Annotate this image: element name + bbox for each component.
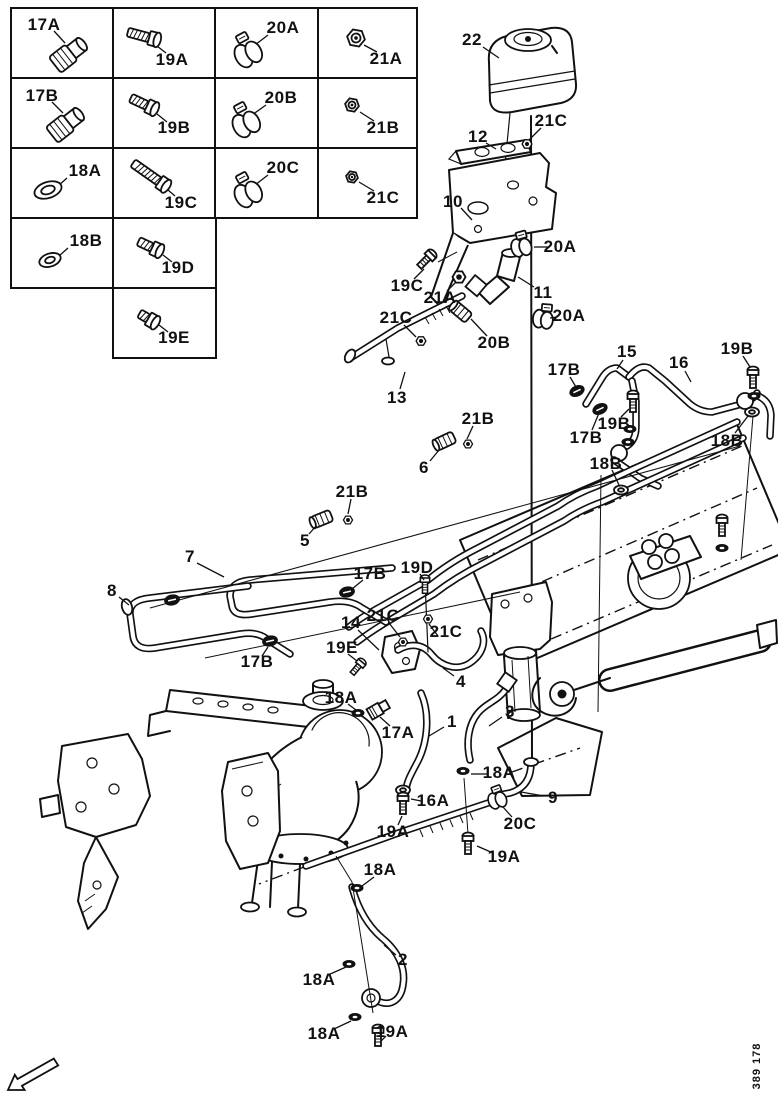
- callout-19C: 19C: [390, 276, 424, 295]
- callout-18B: 18B: [589, 454, 623, 473]
- legend-label-17B: 17B: [25, 86, 59, 105]
- callout-19D: 19D: [400, 558, 434, 577]
- legend-label-18A: 18A: [68, 161, 102, 180]
- callout-18A: 18A: [324, 688, 358, 707]
- callout-19E: 19E: [326, 638, 358, 657]
- legend-cell-19E: [112, 287, 217, 359]
- callout-21B: 21B: [335, 482, 369, 501]
- legend-label-19B: 19B: [157, 118, 191, 137]
- callout-22: 22: [462, 30, 482, 49]
- legend-label-17A: 17A: [27, 15, 61, 34]
- legend-label-21C: 21C: [366, 188, 400, 207]
- callout-3: 3: [505, 702, 515, 721]
- callout-9: 9: [548, 788, 558, 807]
- callout-21A: 21A: [423, 288, 457, 307]
- callout-12: 12: [468, 127, 488, 146]
- callout-18A: 18A: [363, 860, 397, 879]
- callout-21C: 21C: [429, 622, 463, 641]
- callout-2: 2: [398, 950, 408, 969]
- legend-label-21B: 21B: [366, 118, 400, 137]
- callout-20A: 20A: [552, 306, 586, 325]
- callout-16: 16: [669, 353, 689, 372]
- pipe-8: [120, 582, 294, 658]
- callout-11: 11: [533, 283, 553, 302]
- direction-arrow-icon: [6, 1057, 60, 1091]
- legend-label-19C: 19C: [164, 193, 198, 212]
- callout-8: 8: [107, 581, 117, 600]
- callout-21C: 21C: [379, 308, 413, 327]
- pipe-13: [343, 292, 466, 366]
- callout-17B: 17B: [547, 360, 581, 379]
- callout-19B: 19B: [597, 414, 631, 433]
- doc-number: 389 178: [751, 1042, 763, 1090]
- construction-lines: [149, 415, 754, 1014]
- legend-label-21A: 21A: [369, 49, 403, 68]
- legend-label-19E: 19E: [158, 328, 190, 347]
- bracket-12: [447, 139, 532, 165]
- callout-18A: 18A: [302, 970, 336, 989]
- callout-19A: 19A: [375, 1022, 409, 1041]
- callout-19B: 19B: [720, 339, 754, 358]
- legend-label-18B: 18B: [69, 231, 103, 250]
- callout-7: 7: [185, 547, 195, 566]
- callout-19A: 19A: [487, 847, 521, 866]
- callout-18A: 18A: [307, 1024, 341, 1043]
- callout-18B: 18B: [710, 431, 744, 450]
- pump-assembly: [39, 679, 383, 930]
- callout-1: 1: [447, 712, 457, 731]
- legend-label-19A: 19A: [155, 50, 189, 69]
- callout-21C: 21C: [366, 606, 400, 625]
- callout-14: 14: [341, 613, 361, 632]
- callout-21C: 21C: [534, 111, 568, 130]
- callout-15: 15: [617, 342, 637, 361]
- reservoir-22: [487, 26, 578, 114]
- hoses: [258, 670, 539, 1008]
- pressure-return-pipes: [345, 418, 747, 646]
- legend-label-20A: 20A: [266, 18, 300, 37]
- callout-19A: 19A: [376, 822, 410, 841]
- legend-label-19D: 19D: [161, 258, 195, 277]
- generated-overlays: [10, 7, 751, 1042]
- callout-17B: 17B: [353, 564, 387, 583]
- callout-10: 10: [443, 192, 463, 211]
- callout-18A: 18A: [482, 763, 516, 782]
- callout-13: 13: [387, 388, 407, 407]
- callout-20C: 20C: [503, 814, 537, 833]
- callout-4: 4: [456, 672, 466, 691]
- callout-17A: 17A: [381, 723, 415, 742]
- legend-label-20C: 20C: [266, 158, 300, 177]
- callout-6: 6: [419, 458, 429, 477]
- callout-17B: 17B: [240, 652, 274, 671]
- callout-16A: 16A: [416, 791, 450, 810]
- callout-21B: 21B: [461, 409, 495, 428]
- callout-20A: 20A: [543, 237, 577, 256]
- callout-20B: 20B: [477, 333, 511, 352]
- callout-5: 5: [300, 531, 310, 550]
- legend-label-20B: 20B: [264, 88, 298, 107]
- steering-gear: [489, 533, 778, 722]
- legend-cell-21C: [317, 147, 418, 219]
- callout-17B: 17B: [569, 428, 603, 447]
